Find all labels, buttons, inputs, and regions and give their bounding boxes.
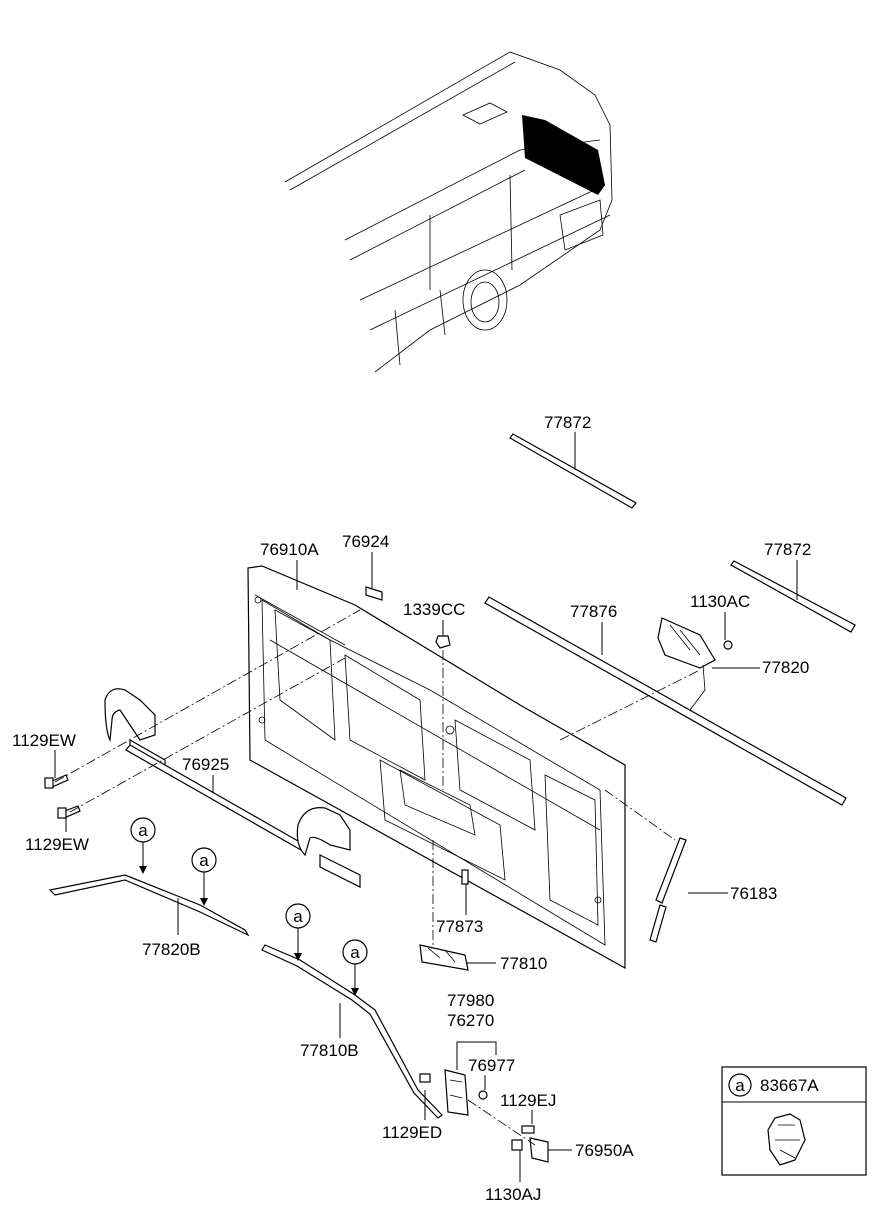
label-1129EW-a[interactable]: 1129EW xyxy=(12,731,76,750)
label-77876[interactable]: 77876 xyxy=(570,602,617,621)
callout-a-2: a xyxy=(191,847,217,906)
svg-text:a: a xyxy=(735,1076,745,1095)
label-1339CC[interactable]: 1339CC xyxy=(403,600,465,619)
label-77820B[interactable]: 77820B xyxy=(142,940,201,959)
svg-text:a: a xyxy=(138,821,148,840)
tailgate-highlight xyxy=(522,115,605,195)
striker-77873[interactable] xyxy=(461,869,469,885)
hinge-right[interactable] xyxy=(296,807,361,888)
callout-a-4: a xyxy=(342,939,368,996)
nut-1339CC[interactable] xyxy=(435,635,451,790)
weatherstrip-77872-top[interactable] xyxy=(509,433,637,509)
actuator-77820[interactable] xyxy=(657,617,716,711)
label-77820[interactable]: 77820 xyxy=(762,658,809,677)
rod-77820B[interactable] xyxy=(48,874,250,937)
svg-text:a: a xyxy=(293,907,303,926)
weatherstrip-77876[interactable] xyxy=(484,596,847,806)
van-illustration xyxy=(284,51,613,373)
legend-part-number[interactable]: 83667A xyxy=(760,1076,819,1095)
clip-83667A-icon xyxy=(767,1113,806,1166)
label-76924[interactable]: 76924 xyxy=(342,532,389,551)
leader-lines xyxy=(54,432,798,1182)
handle-77810[interactable] xyxy=(419,944,469,971)
clip-76924[interactable] xyxy=(365,586,383,601)
label-1129EW-b[interactable]: 1129EW xyxy=(25,835,89,854)
label-77810[interactable]: 77810 xyxy=(500,954,547,973)
label-76183[interactable]: 76183 xyxy=(730,884,777,903)
callout-a-1: a xyxy=(130,817,156,874)
bolt-1130AC[interactable] xyxy=(723,640,733,650)
label-1129EJ[interactable]: 1129EJ xyxy=(500,1091,556,1110)
svg-text:a: a xyxy=(350,943,360,962)
label-77980[interactable]: 77980 xyxy=(447,991,494,1010)
tailgate-panel-76910A[interactable] xyxy=(247,565,626,970)
label-77810B[interactable]: 77810B xyxy=(300,1041,359,1060)
latch-assembly-77980[interactable] xyxy=(444,1069,469,1116)
screw-1129EJ[interactable] xyxy=(521,1125,535,1134)
screw-1129ED[interactable] xyxy=(419,1073,431,1083)
label-76950A[interactable]: 76950A xyxy=(575,1141,634,1160)
label-77873[interactable]: 77873 xyxy=(436,917,483,936)
gas-strut-76183[interactable] xyxy=(649,837,687,943)
label-1130AJ[interactable]: 1130AJ xyxy=(485,1185,541,1204)
svg-text:a: a xyxy=(199,851,209,870)
legend-box: a 83667A xyxy=(721,1066,867,1176)
rod-77810B[interactable] xyxy=(261,944,443,1119)
label-76270[interactable]: 76270 xyxy=(447,1011,494,1030)
label-1129ED[interactable]: 1129ED xyxy=(382,1123,442,1142)
bolt-1129EW-a[interactable] xyxy=(44,774,69,789)
label-76910A[interactable]: 76910A xyxy=(260,540,319,559)
label-1130AC[interactable]: 1130AC xyxy=(690,592,750,611)
label-76977[interactable]: 76977 xyxy=(468,1056,515,1075)
legend-marker xyxy=(728,1073,752,1097)
label-77872-right[interactable]: 77872 xyxy=(764,540,811,559)
bolt-1130AJ[interactable] xyxy=(511,1139,523,1151)
label-77872-top[interactable]: 77872 xyxy=(544,413,591,432)
bracket-76950A[interactable] xyxy=(529,1137,549,1163)
weatherstrip-77872-right[interactable] xyxy=(730,560,856,633)
part-labels: 77872 77872 76910A 76924 1339CC 77876 11… xyxy=(12,413,811,1204)
callout-a-3: a xyxy=(285,903,311,961)
clip-76977[interactable] xyxy=(478,1090,488,1100)
label-76925[interactable]: 76925 xyxy=(182,755,229,774)
